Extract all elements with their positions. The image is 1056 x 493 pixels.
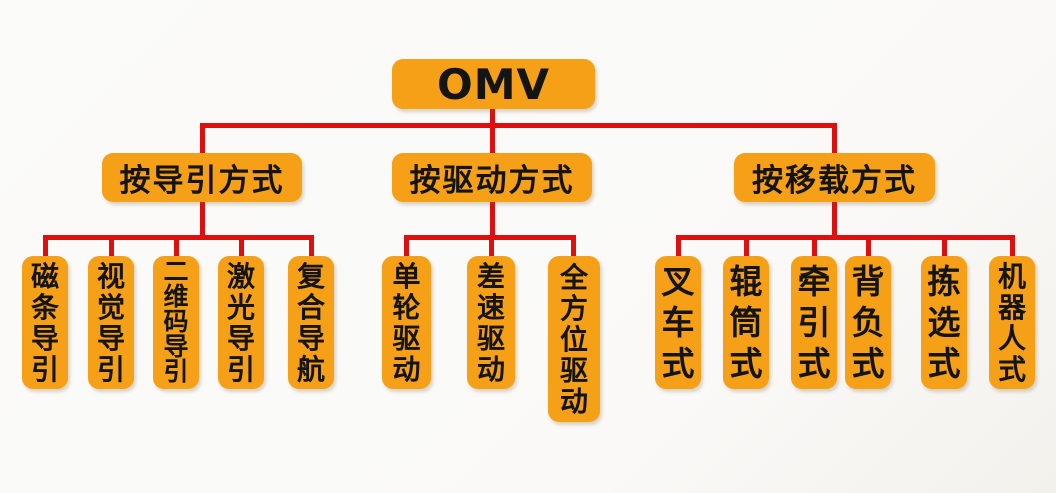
- node-piggyback-type: 背负式: [845, 256, 891, 389]
- connector-line: [174, 235, 179, 258]
- connector-line: [832, 123, 837, 157]
- connector-line: [942, 235, 947, 258]
- node-magnetic-stripe-guidance: 磁条导引: [22, 256, 68, 389]
- connector-line: [489, 235, 494, 258]
- leaf-label: 单轮驱动: [392, 260, 421, 385]
- node-picking-type: 拣选式: [921, 256, 967, 389]
- node-tow-type: 牵引式: [791, 256, 837, 389]
- leaf-label: 叉车式: [661, 263, 695, 382]
- leaf-label: 辊筒式: [729, 263, 763, 382]
- connector-line: [200, 198, 205, 240]
- connector-line: [866, 235, 871, 258]
- leaf-label: 拣选式: [927, 263, 961, 382]
- node-differential-drive: 差速驱动: [467, 256, 515, 389]
- connector-line: [490, 198, 495, 240]
- leaf-label: 视觉导引: [96, 260, 125, 385]
- connector-line: [744, 235, 749, 258]
- node-root-omv: OMV: [392, 59, 595, 109]
- node-forklift-type: 叉车式: [655, 256, 701, 389]
- leaf-label: 磁条导引: [30, 260, 59, 385]
- connector-line: [43, 235, 48, 258]
- connector-line: [239, 235, 244, 258]
- connector-line: [832, 198, 837, 240]
- node-hybrid-navigation: 复合导航: [288, 256, 334, 389]
- leaf-label: 激光导引: [226, 260, 255, 385]
- connector-line: [676, 235, 681, 258]
- connector-line: [404, 235, 409, 258]
- connector-line: [309, 235, 314, 258]
- leaf-label: 全方位驱动: [559, 261, 588, 417]
- node-by-drive-method: 按驱动方式: [392, 153, 592, 202]
- connector-line: [676, 235, 1015, 240]
- leaf-label: 背负式: [851, 263, 885, 382]
- node-by-transfer-method: 按移载方式: [734, 153, 935, 202]
- leaf-label: 复合导航: [296, 260, 325, 385]
- node-robot-type: 机器人式: [989, 256, 1035, 389]
- leaf-label: 牵引式: [797, 263, 831, 382]
- connector-line: [109, 235, 114, 258]
- node-vision-guidance: 视觉导引: [88, 256, 134, 389]
- node-by-guidance-method: 按导引方式: [102, 153, 302, 202]
- leaf-label: 差速驱动: [476, 260, 505, 385]
- leaf-label: 机器人式: [997, 260, 1026, 385]
- connector-line: [1010, 235, 1015, 258]
- node-qr-code-guidance: 二维码导引: [153, 256, 199, 389]
- connector-line: [490, 104, 495, 157]
- connector-line: [200, 123, 837, 128]
- connector-line: [812, 235, 817, 258]
- leaf-label: 二维码导引: [163, 258, 189, 386]
- node-roller-type: 辊筒式: [723, 256, 769, 389]
- node-laser-guidance: 激光导引: [218, 256, 264, 389]
- connector-line: [571, 235, 576, 258]
- node-omnidirectional-drive: 全方位驱动: [548, 256, 600, 422]
- connector-line: [200, 123, 205, 157]
- node-single-wheel-drive: 单轮驱动: [382, 256, 431, 389]
